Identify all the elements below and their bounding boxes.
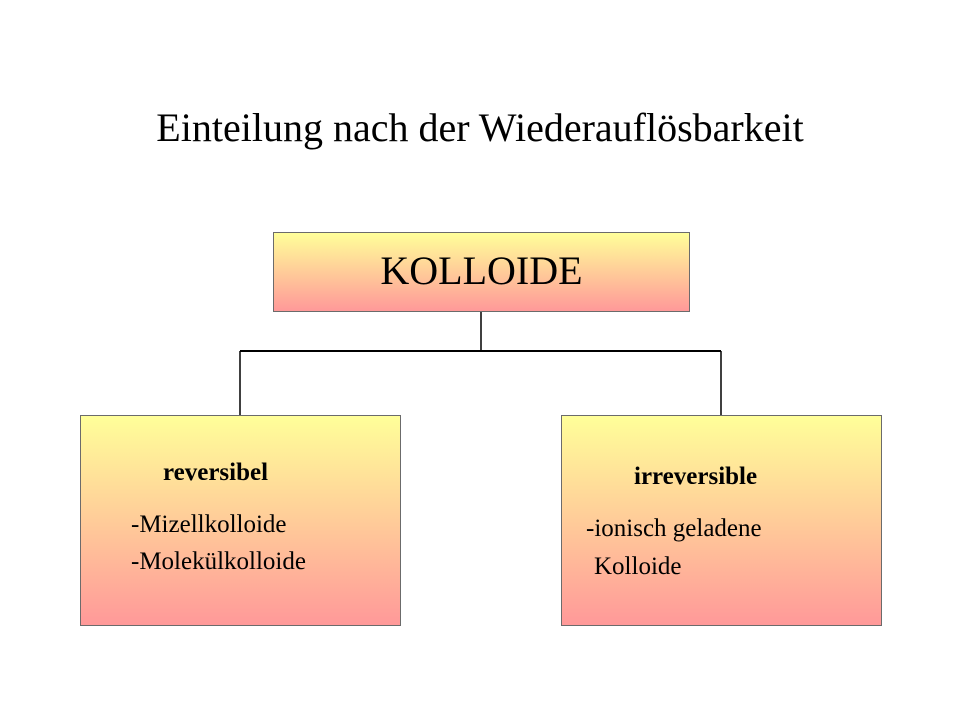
child-node-heading: reversibel (163, 459, 269, 486)
child-node-item: -Mizellkolloide (131, 511, 287, 538)
child-node-item: -Molekülkolloide (131, 548, 306, 575)
root-node-label: KOLLOIDE (380, 248, 583, 293)
root-node-box: KOLLOIDE (273, 232, 690, 312)
child-node-irreversible: irreversible -ionisch geladene Kolloide (561, 415, 882, 626)
child-node-heading: irreversible (634, 463, 758, 490)
child-node-item: -ionisch geladene (586, 515, 762, 542)
child-node-reversibel: reversibel -Mizellkolloide -Molekülkollo… (80, 415, 401, 626)
child-node-item: Kolloide (594, 553, 682, 580)
slide-title: Einteilung nach der Wiederauflösbarkeit (156, 105, 804, 150)
